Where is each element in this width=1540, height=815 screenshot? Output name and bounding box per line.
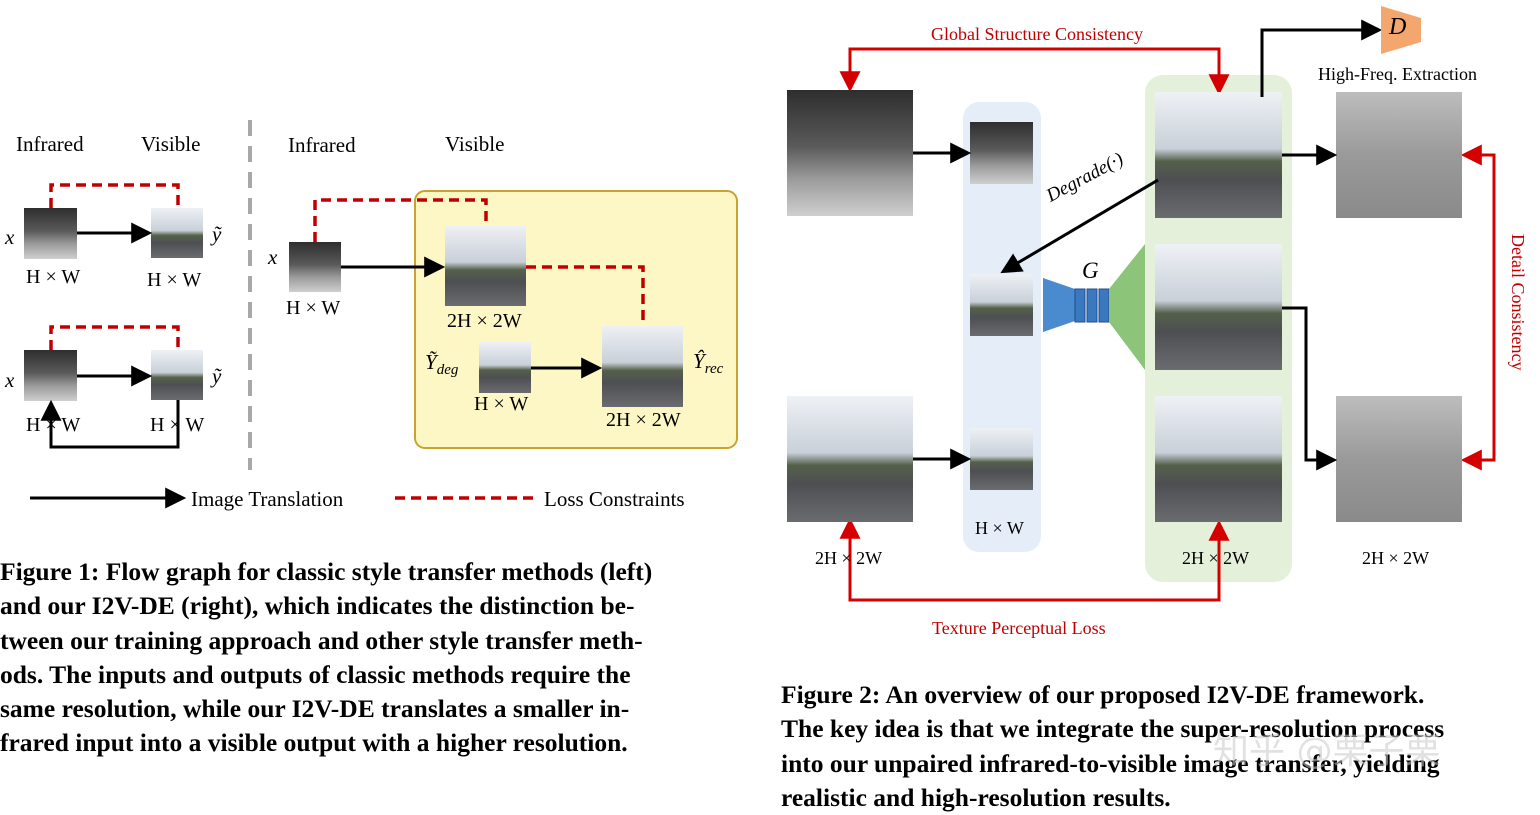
detail-consistency-line [1460,144,1496,471]
reconstructed-highres [1155,244,1282,370]
caption-line: Figure 1: Flow graph for classic style t… [0,557,653,586]
right-infrared-header: Infrared [288,133,356,157]
visible-thumbnail [151,350,203,400]
size-label: H × W [26,414,81,436]
degrade-arrow [1000,178,1159,274]
caption-line: Figure 2: An overview of our proposed I2… [781,680,1425,709]
highfreq-reconstructed [1336,396,1462,522]
visible-output-thumbnail [445,226,526,306]
loss-constraint-line [526,265,645,326]
infrared-thumbnail [24,208,77,259]
highfreq-generated [1336,92,1462,218]
generator-label: G [1082,258,1099,283]
size-label: H × W [26,266,81,288]
size-label: H × W [147,269,202,291]
caption-line: tween our training approach and other st… [0,625,643,655]
caption-line: same resolution, while our I2V-DE transl… [0,694,630,724]
legend-loss-label: Loss Constraints [544,487,685,511]
classic-top-row [24,183,203,259]
reconstructed-thumbnail [602,326,683,407]
size-label: H × W [474,393,529,415]
left-infrared-header: Infrared [16,132,84,156]
texture-loss-label: Texture Perceptual Loss [932,618,1106,638]
ours-flow [289,198,683,407]
size-label: H × W [286,297,341,319]
detail-consistency-label: Detail Consistency [1508,234,1528,371]
symbol-x: x [268,245,278,269]
highfreq-arrow [1282,306,1338,471]
visible-lowres [970,428,1033,490]
cycle-arrow [40,399,180,449]
figure2-caption: Figure 2: An overview of our proposed I2… [781,678,1444,815]
legend-translation-label: Image Translation [191,487,344,511]
symbol-ydeg: Ỹdeg [425,350,458,379]
symbol-base: Ŷ [693,349,705,373]
symbol-base: Ỹ [425,350,437,374]
symbol-subscript: rec [704,361,724,378]
figure1 [24,120,738,509]
visible-highres [1155,396,1282,522]
caption-line: The key idea is that we integrate the su… [781,714,1445,744]
decoder-shape [1109,244,1145,370]
symbol-x: x [5,368,15,392]
size-label: H × W [150,414,205,436]
visible-input [787,396,913,522]
res-block [1086,288,1098,323]
symbol-ytilde: ỹ [212,364,222,388]
watermark: 知乎 @栗子栗 [1213,731,1441,772]
left-visible-header: Visible [141,132,201,156]
degraded-thumbnail [479,342,531,393]
texture-loss-line [839,517,1230,602]
size-label: 2H × 2W [1362,548,1430,568]
caption-line: into our unpaired infrared-to-visible im… [781,748,1440,778]
generator-block [1043,244,1145,370]
size-label: 2H × 2W [447,310,522,332]
infrared-thumbnail [289,242,341,292]
res-block [1074,288,1086,323]
discriminator-shape [1381,6,1421,54]
caption-line: frared input into a visible output with … [0,728,628,758]
generated-highres [1155,92,1282,218]
loss-constraint-line [313,198,488,242]
infrared-thumbnail [24,350,77,401]
visible-thumbnail [151,208,203,258]
discriminator-arrow [1260,19,1383,97]
global-consistency-line [839,47,1230,96]
res-block [1098,288,1110,323]
size-label: 2H × 2W [815,548,883,568]
degraded-lowres [970,274,1033,336]
discriminator-label: D [1389,14,1407,40]
symbol-x: x [5,225,15,249]
symbol-yrec: Ŷrec [693,349,723,378]
figure1-caption: Figure 1: Flow graph for classic style t… [0,555,652,761]
global-consistency-label: Global Structure Consistency [931,24,1143,44]
infrared-input [787,90,913,216]
figure2 [787,6,1496,602]
caption-line: ods. The inputs and outputs of classic m… [0,659,631,689]
symbol-ytilde: ỹ [212,222,222,246]
right-visible-header: Visible [445,132,505,156]
size-label: 2H × 2W [606,409,681,431]
loss-constraint-line [49,325,180,350]
classic-bottom-row [24,325,203,449]
highfreq-label: High-Freq. Extraction [1318,64,1477,84]
size-label: 2H × 2W [1182,548,1250,568]
size-label: H × W [975,518,1024,538]
caption-line: realistic and high-resolution results. [781,782,1171,812]
symbol-subscript: deg [436,362,459,379]
loss-constraint-line [49,183,180,208]
caption-line: and our I2V-DE (right), which indicates … [0,591,635,621]
infrared-lowres [970,122,1033,184]
encoder-shape [1043,278,1075,332]
